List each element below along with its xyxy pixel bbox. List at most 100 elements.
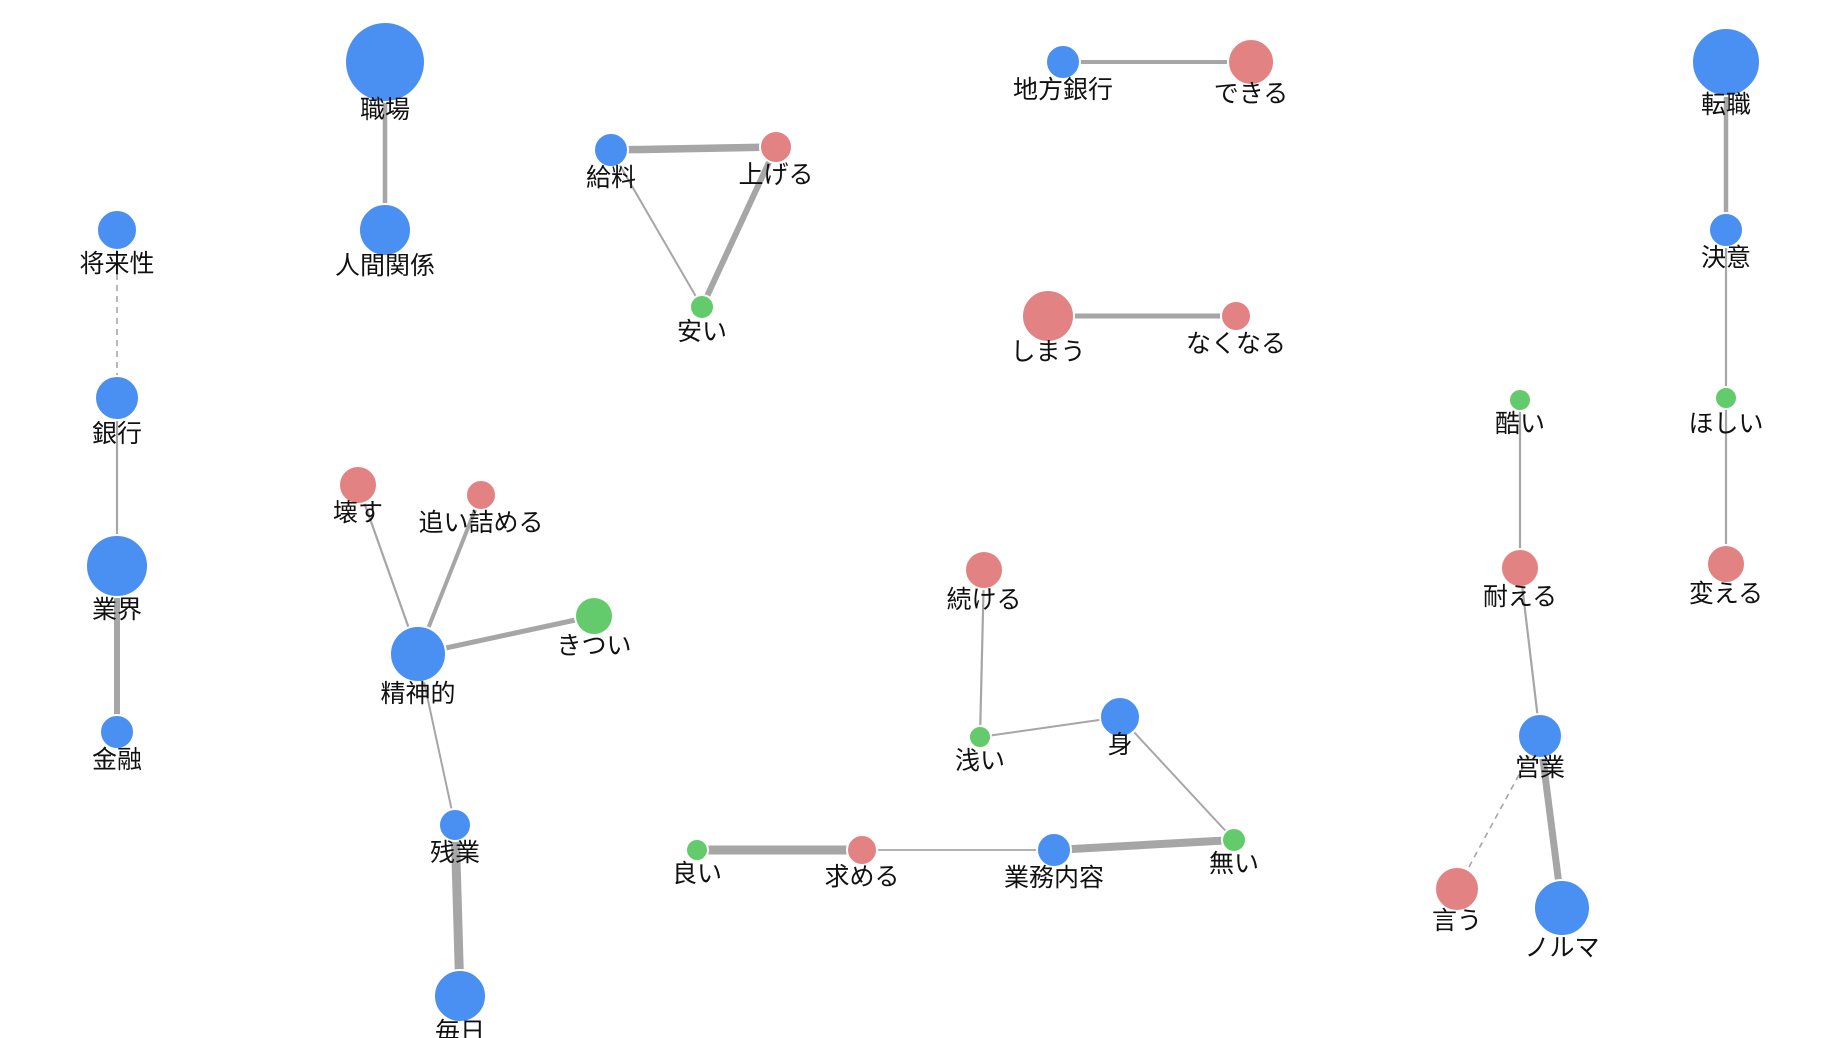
node-kyuuryou: 給料 (586, 132, 636, 192)
node-ageru: 上げる (738, 130, 814, 189)
node-iu: 言う (1432, 866, 1482, 935)
node-label: 業界 (92, 595, 142, 624)
node-kitsui: きつい (556, 596, 632, 660)
node-label: 決意 (1701, 243, 1751, 272)
node-zangyou: 残業 (430, 808, 480, 867)
node-oitsumeru: 追い詰める (418, 479, 544, 537)
node-label: きつい (556, 631, 631, 660)
node-circle (574, 596, 614, 636)
node-label: 人間関係 (335, 251, 435, 280)
node-label: 言う (1432, 906, 1482, 935)
node-label: 精神的 (380, 679, 455, 708)
node-circle (1714, 386, 1738, 410)
node-circle (96, 209, 138, 251)
node-circle (1517, 713, 1563, 759)
node-label: 安い (677, 317, 727, 346)
edge-tsuzukeru-asai (978, 569, 986, 738)
node-circle (1691, 27, 1761, 97)
node-label: 転職 (1701, 90, 1751, 119)
node-noruma: ノルマ (1524, 879, 1600, 962)
node-seishinteki: 精神的 (380, 625, 456, 708)
node-circle (689, 294, 715, 320)
node-label: 毎日 (435, 1017, 485, 1038)
node-label: 変える (1689, 579, 1763, 608)
node-eigyou: 営業 (1515, 713, 1565, 782)
node-circle (593, 132, 629, 168)
node-circle (1706, 544, 1746, 584)
node-label: 壊す (333, 498, 383, 527)
node-circle (433, 969, 487, 1023)
node-hidoi: 酷い (1495, 388, 1545, 438)
node-circle (1533, 879, 1591, 937)
node-ningen: 人間関係 (335, 203, 435, 280)
node-circle (1500, 548, 1540, 588)
node-circle (1708, 212, 1744, 248)
node-label: 銀行 (92, 419, 142, 448)
node-tenshoku: 転職 (1691, 27, 1761, 119)
node-circle (389, 625, 447, 683)
node-label: 給料 (586, 163, 636, 192)
node-label: 金融 (92, 745, 142, 774)
node-label: 浅い (955, 746, 1005, 775)
node-label: 追い詰める (418, 508, 543, 537)
edge-kowasu-seishinteki (356, 484, 420, 655)
node-mainichi: 毎日 (433, 969, 487, 1038)
edge-eigyou-iu (1456, 735, 1541, 890)
edge-zangyou-mainichi (450, 824, 465, 997)
node-label: ノルマ (1524, 933, 1599, 962)
node-circle (1227, 38, 1275, 86)
node-label: 地方銀行 (1013, 75, 1113, 104)
node-kaeru: 変える (1689, 544, 1763, 608)
node-label: ほしい (1688, 409, 1763, 438)
node-label: 身 (1107, 730, 1132, 759)
node-circle (99, 714, 135, 750)
node-hoshii: ほしい (1688, 386, 1764, 438)
node-circle (358, 203, 412, 257)
node-circle (344, 21, 426, 103)
node-circle (94, 375, 140, 421)
node-shouraisei: 将来性 (79, 209, 155, 278)
node-circle (1045, 44, 1081, 80)
node-label: 耐える (1483, 582, 1557, 611)
node-gyoumu: 業務内容 (1004, 832, 1104, 892)
node-circle (1099, 696, 1141, 738)
node-label: 業務内容 (1004, 863, 1104, 892)
node-label: 続ける (946, 585, 1021, 614)
node-circle (968, 725, 992, 749)
node-label: 職場 (360, 95, 410, 124)
node-mi: 身 (1099, 696, 1141, 759)
node-kowasu: 壊す (333, 465, 383, 527)
edge-kyuuryou-yasui (610, 149, 703, 308)
node-shokuba: 職場 (344, 21, 426, 124)
node-label: 酷い (1495, 409, 1545, 438)
edge-taeru-eigyou (1518, 567, 1542, 737)
edge-ageru-yasui (699, 145, 779, 309)
node-ketsui: 決意 (1701, 212, 1751, 272)
node-circle (1434, 866, 1480, 912)
node-kinyuu: 金融 (92, 714, 142, 774)
node-label: 上げる (738, 160, 813, 189)
node-shimau: しまう (1010, 289, 1086, 366)
node-label: 将来性 (79, 249, 154, 278)
node-circle (85, 534, 149, 598)
node-circle (1220, 300, 1252, 332)
node-circle (1508, 388, 1532, 412)
node-ginkou: 銀行 (92, 375, 142, 448)
edge-mi-nai (1119, 716, 1235, 841)
node-tsuzukeru: 続ける (946, 550, 1022, 614)
node-circle (338, 465, 378, 505)
edge-asai-mi (979, 716, 1121, 738)
node-asai: 浅い (955, 725, 1005, 775)
edge-layer (114, 60, 1729, 997)
node-dekiru: できる (1214, 38, 1289, 108)
node-label: しまう (1010, 337, 1085, 366)
node-circle (1221, 827, 1247, 853)
node-nakunaru: なくなる (1186, 300, 1286, 358)
node-chihou: 地方銀行 (1013, 44, 1113, 104)
node-yoi: 良い (672, 838, 722, 888)
node-circle (438, 808, 472, 842)
node-label: できる (1214, 79, 1289, 108)
node-gyoukai: 業界 (85, 534, 149, 624)
edge-seishinteki-zangyou (417, 653, 456, 826)
